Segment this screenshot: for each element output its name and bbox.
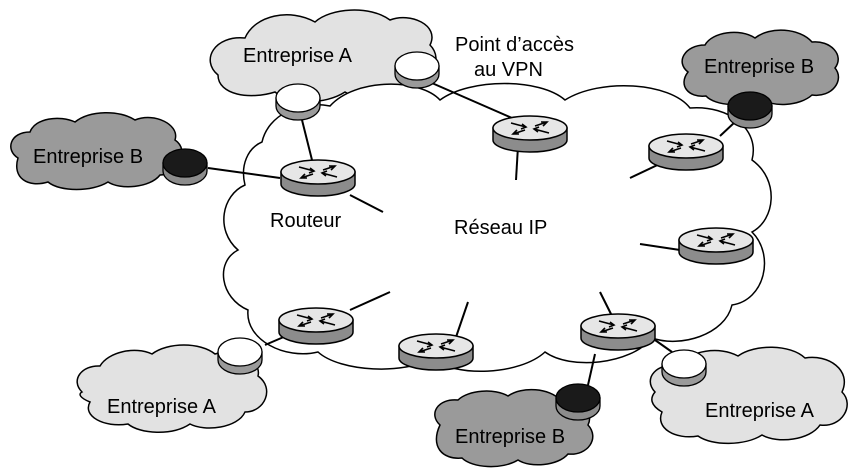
company-b-cloud-topright <box>681 29 840 106</box>
router-label: Routeur <box>270 210 341 232</box>
company-b-cloud-left <box>10 112 183 191</box>
company-b-endpoint-topright <box>727 91 773 129</box>
site-label-b-bottom: Entreprise B <box>455 426 565 448</box>
vpn-access-label-line1: Point d’accès <box>455 34 574 56</box>
link-router-right-internal <box>639 243 681 251</box>
site-label-a-top: Entreprise A <box>243 45 353 67</box>
router-icon-left <box>280 159 356 197</box>
company-a-endpoint-bottomright <box>661 349 707 387</box>
router-icon-topright <box>648 133 724 171</box>
site-label-a-bottomright: Entreprise A <box>705 400 815 422</box>
company-a-cloud-bottomleft <box>76 344 268 433</box>
company-b-endpoint-bottom <box>555 383 601 421</box>
router-icon-bottom <box>398 333 474 371</box>
router-icon-right <box>678 227 754 265</box>
company-b-endpoint-left <box>162 148 208 186</box>
router-icon-bottomright <box>580 313 656 351</box>
site-label-a-bottomleft: Entreprise A <box>107 396 217 418</box>
company-b-cloud-bottom <box>434 388 594 468</box>
link-router-bottomright-internal <box>599 291 613 317</box>
company-a-endpoint-top <box>275 83 321 121</box>
vpn-access-label-line2: au VPN <box>474 59 543 81</box>
ip-network-cloud <box>222 82 772 372</box>
network-label: Réseau IP <box>454 217 547 239</box>
link-endpoint-a-bottomright-to-router <box>654 339 673 353</box>
link-router-bottomleft-internal <box>349 291 391 311</box>
link-router-left-internal <box>349 194 384 213</box>
link-endpoint-b-left-to-router <box>207 167 281 179</box>
link-router-bottom-internal <box>454 301 469 341</box>
link-vpn-access-to-router <box>424 79 513 119</box>
link-endpoint-b-bottom-to-router <box>587 353 596 386</box>
site-label-b-left: Entreprise B <box>33 146 143 168</box>
router-icon-bottomleft <box>278 307 354 345</box>
link-endpoint-b-topright-to-router <box>719 121 736 137</box>
router-icon-top <box>492 115 568 153</box>
company-a-endpoint-bottomleft <box>217 337 263 375</box>
site-label-b-topright: Entreprise B <box>704 56 814 78</box>
company-a-vpn-access-endpoint <box>394 51 440 89</box>
